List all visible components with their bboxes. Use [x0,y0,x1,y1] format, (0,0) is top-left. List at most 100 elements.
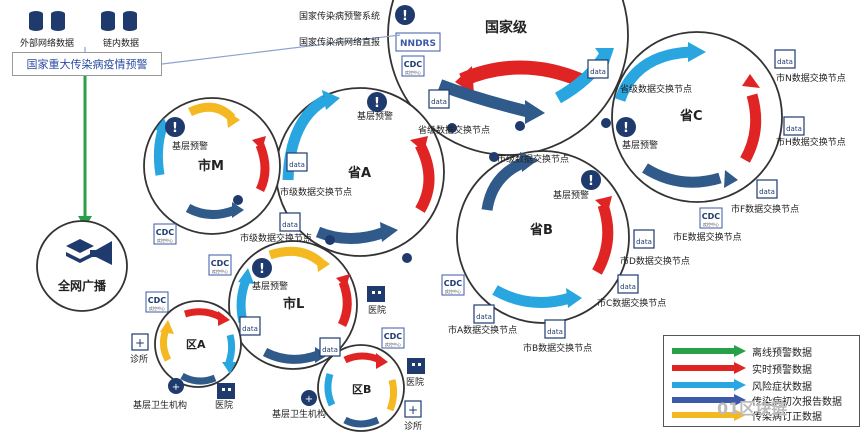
data-exchange-icon: data [239,316,261,336]
city-l-name: 市L [283,296,304,312]
database-icon [51,11,65,31]
national-arrow-navy [437,79,532,118]
prov-c-arrow-navy-head [724,170,738,188]
nndrs-box [395,32,441,52]
svg-text:!: ! [402,9,408,24]
prov-b-arrow-blue-head [566,288,582,308]
database-icon [101,11,115,31]
prov-c-arrow-blue [614,46,691,102]
data-exchange-icon: data [617,274,639,294]
node-dot [233,195,243,205]
broadcast-label: 全网广播 [57,278,107,293]
legend-label: 离线预警数据 [752,348,812,359]
city-m-arrow-blue [153,128,167,176]
legend-swatch [672,394,746,406]
alert-icon: ! [581,170,601,190]
svg-text:!: ! [374,96,380,111]
data-exchange-icon: data [587,59,609,79]
dist-a-arrow-navy [180,372,217,385]
city-l-arrow-red [337,280,352,328]
external-data-label: 外部网络数据 [20,37,74,49]
prov-c-arrow-red [740,93,762,163]
svg-text:CDC: CDC [702,212,721,221]
alert-icon: ! [395,5,415,25]
svg-text:CDC: CDC [148,296,167,305]
svg-text:data: data [282,221,298,229]
city-l-hospital: 医院 [368,304,386,316]
node-dot [402,253,412,263]
dist-b-arrow-red-head [376,353,388,369]
node-dot [515,121,525,131]
district-a-clinic: 诊所 [130,353,148,365]
city-node-b: 市B数据交换节点 [523,342,592,354]
district-a-hospital: 医院 [215,399,233,411]
svg-text:CDC: CDC [211,259,230,268]
national-arrow-red [459,60,583,87]
dist-b-arrow-blue [324,372,336,407]
svg-text:data: data [476,313,492,321]
national-alert-box: 国家重大传染病疫情预警 [12,52,162,76]
national-node-label: 省级数据交换节点 [620,83,692,95]
hospital-icon [407,358,425,374]
svg-text:!: ! [259,262,265,277]
node-dot [489,152,499,162]
city-m-arrow-red [255,143,270,193]
data-exchange-icon: data [544,319,566,339]
city-node-a: 市A数据交换节点 [448,324,517,336]
primary-care-icon: + [168,378,184,394]
district-a-primary: 基层卫生机构 [133,399,187,411]
svg-text:疾控中心: 疾控中心 [445,288,461,294]
svg-text:疾控中心: 疾控中心 [405,69,421,75]
dist-a-arrow-blue-head [222,362,236,374]
prov-a-arrow-red-head [410,136,428,152]
onchain-data-label: 链内数据 [103,37,139,49]
prov-a-arrow-blue-head [322,90,340,110]
legend-swatch [672,379,746,391]
national-arrow-navy-head [525,100,545,124]
svg-text:data: data [431,98,447,106]
node-dot [447,123,457,133]
province-a-warning: 基层预警 [357,110,393,122]
data-exchange-icon: data [286,152,308,172]
national-arrow-red-head [455,66,474,94]
province-a-node: 市级数据交换节点 [280,186,352,198]
hospital-icon [217,383,235,399]
legend-label: 传染病订正数据 [752,412,822,423]
dist-a-arrow-yellow-head [160,320,174,334]
svg-text:!: ! [172,121,178,136]
node-dot [325,235,335,245]
city-l-warning: 基层预警 [252,280,288,292]
city-node-n: 市N数据交换节点 [776,72,846,84]
primary-care-icon: + [301,390,317,406]
city-node-f: 市F数据交换节点 [731,203,799,215]
svg-text:疾控中心: 疾控中心 [149,305,165,311]
layers-icon [66,239,94,263]
legend: 离线预警数据 实时预警数据 风险症状数据 传染病初次报告数据 传染病订正数据 [663,335,860,427]
prov-b-arrow-red-head [595,196,612,212]
city-m-arrow-red-head [252,136,266,150]
national-direct-label: 国家传染病网络直报 [299,36,380,48]
svg-text:CDC: CDC [384,332,403,341]
city-m-arrow-navy-head [232,202,244,218]
legend-item: 传染病订正数据 [672,409,857,423]
city-node-c: 市C数据交换节点 [597,297,666,309]
data-exchange-icon: data [473,304,495,324]
svg-text:+: + [172,382,180,393]
legend-label: 风险症状数据 [752,382,812,393]
legend-swatch [672,362,746,374]
prov-c-arrow-red-head [742,74,760,88]
national-title: 国家级 [485,19,528,36]
city-l-arrow-blue-head [238,268,254,284]
connector-line [161,34,401,65]
city-l-arrow-yellow-head [316,254,330,272]
district-a-name: 区A [186,338,206,351]
data-exchange-icon: data [783,116,805,136]
svg-text:+: + [305,394,313,405]
svg-text:+: + [408,403,418,417]
node-dot [601,118,611,128]
data-exchange-icon: data [756,179,778,199]
district-b-name: 区B [352,383,371,396]
